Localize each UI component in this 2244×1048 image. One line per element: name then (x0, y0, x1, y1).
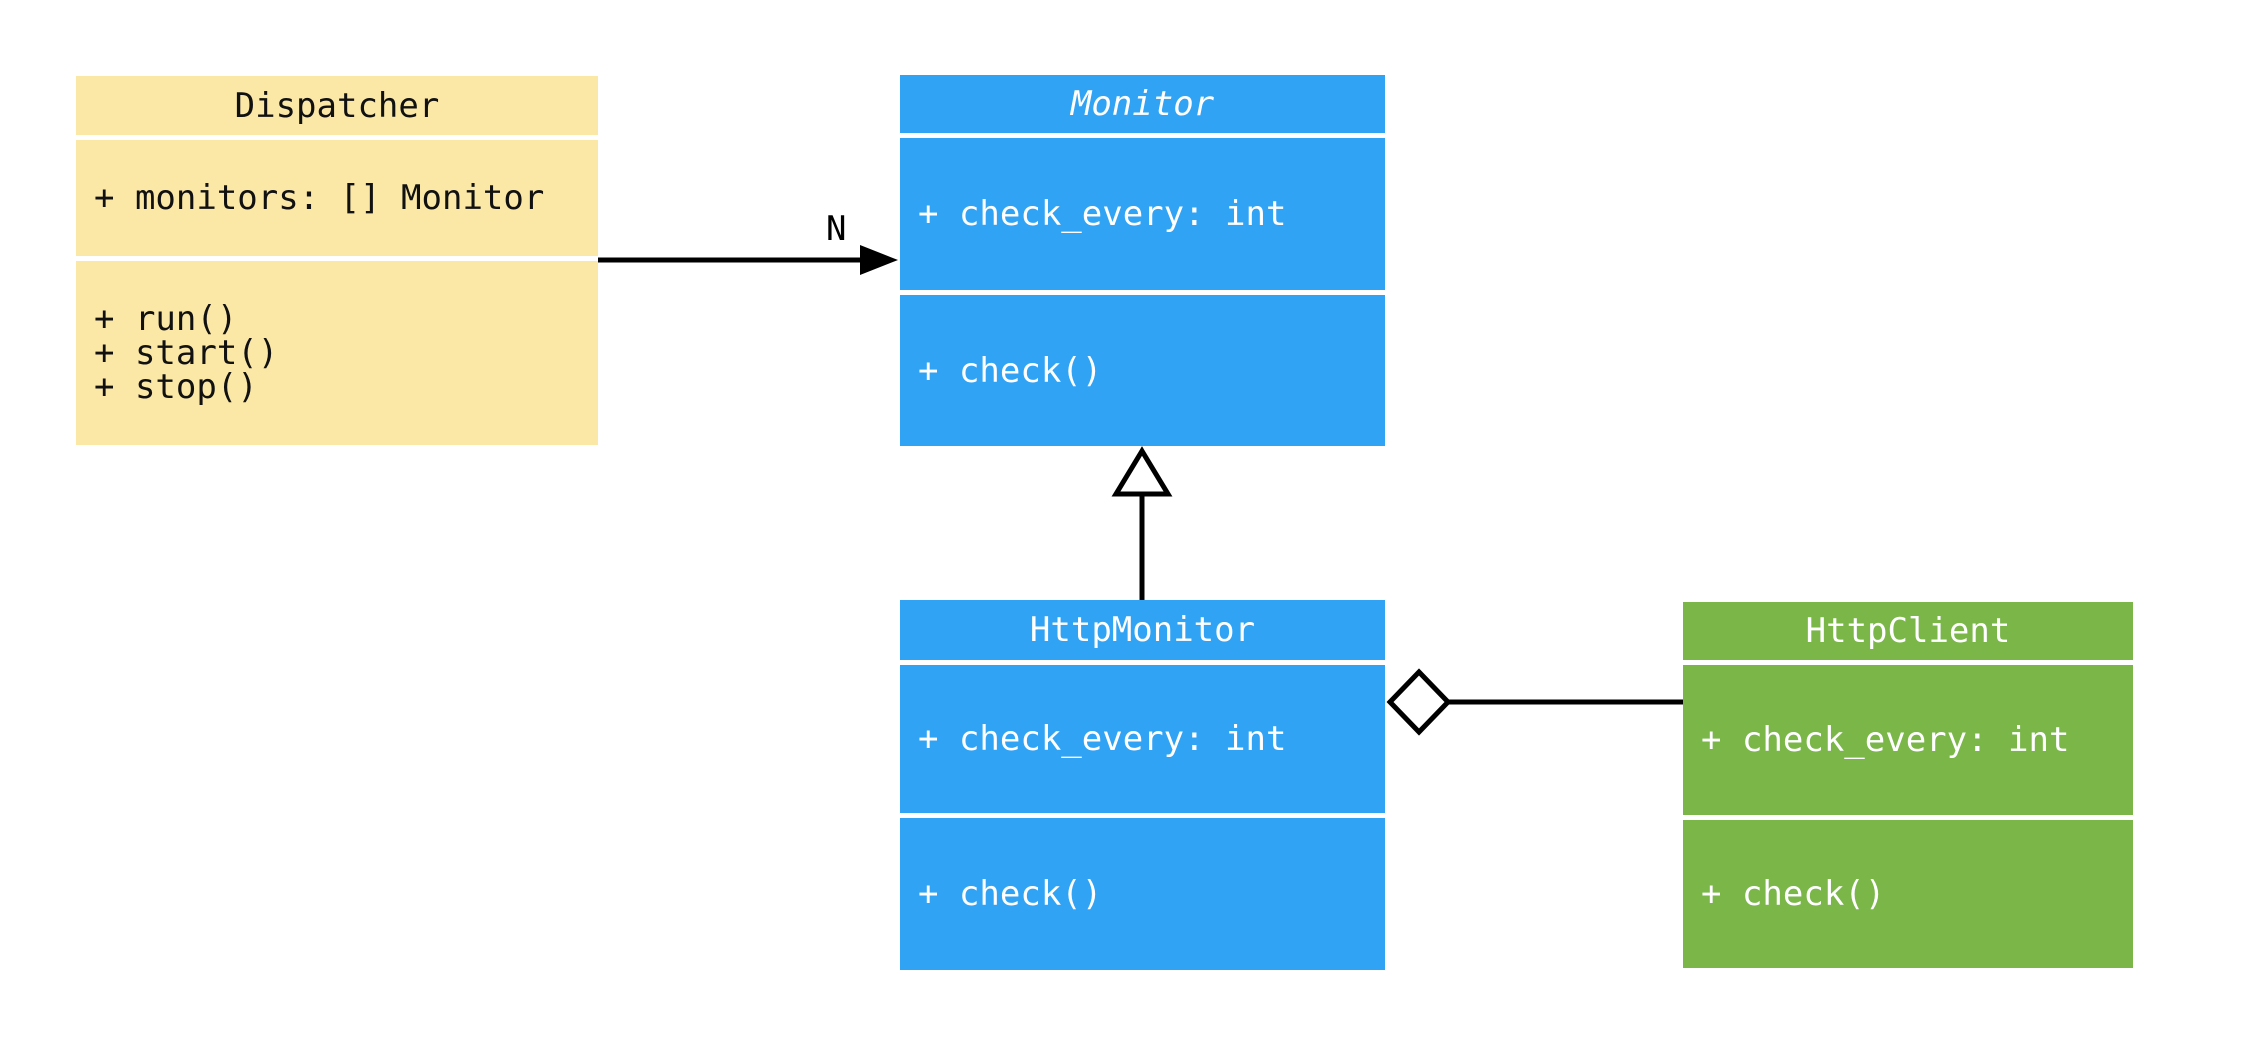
hollow-triangle-icon (1111, 446, 1173, 497)
method-line: + check() (1701, 874, 1886, 914)
attribute-line: + check_every: int (1701, 720, 2070, 760)
filled-arrowhead-icon (860, 245, 898, 275)
method-line: + check() (918, 874, 1103, 914)
method-line: + run() (94, 299, 238, 339)
class-httpmonitor-title: HttpMonitor (900, 600, 1385, 660)
method-line: + check() (918, 350, 1103, 391)
attribute-line: + monitors: [] Monitor (94, 178, 545, 218)
association-multiplicity-label: N (826, 209, 847, 249)
class-dispatcher: Dispatcher + monitors: [] Monitor + run(… (76, 76, 598, 445)
generalization-arrow-httpmonitor-monitor (1111, 446, 1173, 600)
class-monitor-methods: + check() (900, 295, 1385, 446)
class-monitor-attributes: + check_every: int (900, 138, 1385, 290)
class-dispatcher-title: Dispatcher (76, 76, 598, 135)
attribute-line: + check_every: int (918, 194, 1287, 234)
class-httpclient-methods: + check() (1683, 820, 2133, 968)
class-httpclient-title: HttpClient (1683, 602, 2133, 660)
attribute-line: + check_every: int (918, 719, 1287, 759)
class-httpclient: HttpClient + check_every: int + check() (1683, 602, 2133, 968)
hollow-diamond-icon (1386, 668, 1452, 736)
method-line: + stop() (94, 367, 258, 407)
association-arrow-dispatcher-monitor (598, 245, 898, 275)
method-line: + start() (94, 333, 279, 373)
class-httpmonitor-methods: + check() (900, 818, 1385, 970)
class-dispatcher-methods: + run() + start() + stop() (76, 261, 598, 445)
class-dispatcher-attributes: + monitors: [] Monitor (76, 140, 598, 256)
class-httpmonitor-attributes: + check_every: int (900, 665, 1385, 813)
class-monitor-title: Monitor (900, 75, 1385, 133)
class-httpclient-attributes: + check_every: int (1683, 665, 2133, 815)
class-httpmonitor: HttpMonitor + check_every: int + check() (900, 600, 1385, 970)
class-monitor: Monitor + check_every: int + check() (900, 75, 1385, 446)
aggregation-link-httpmonitor-httpclient (1386, 668, 1683, 736)
